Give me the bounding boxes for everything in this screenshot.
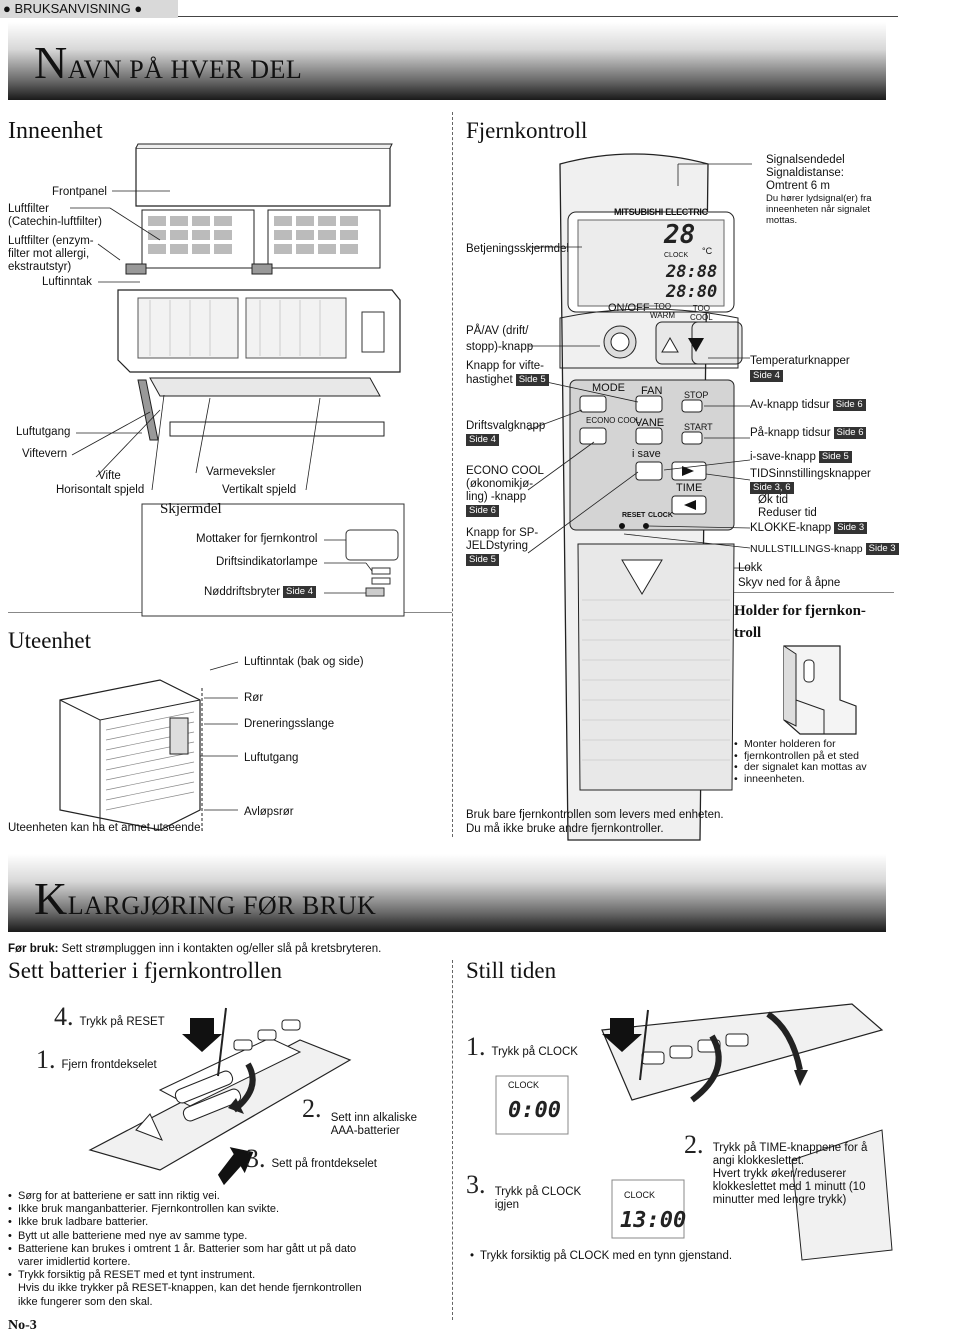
stop-button[interactable]: STOP — [684, 390, 709, 400]
outdoor-heading: Uteenhet — [8, 628, 92, 653]
remote-brand: MITSUBISHI ELECTRIC — [614, 207, 708, 217]
label-air-outlet: Luftutgang — [16, 426, 71, 438]
label-mode: Driftsvalgknapp Side 4 — [466, 420, 546, 446]
onoff-button[interactable]: ON/OFF — [608, 302, 650, 314]
label-front-panel: Frontpanel — [52, 186, 107, 198]
section-title: KLARGJØRING FØR BRUK — [34, 873, 377, 924]
column-divider — [452, 112, 453, 837]
clock-heading: Still tiden — [466, 958, 557, 983]
battery-step-4: 4.Trykk på RESET — [54, 1002, 165, 1031]
clock-lcd-1: CLOCK 0:00 — [508, 1080, 561, 1123]
label-vertical-vane: Vertikalt spjeld — [222, 484, 297, 496]
label-fan-guard: Viftevern — [22, 448, 68, 460]
indoor-unit-drawing — [70, 143, 405, 617]
clock-step-2: 2. Trykk på TIME-knappene for å angi klo… — [684, 1130, 868, 1207]
isave-button[interactable]: i save — [632, 448, 661, 460]
label-temperature-buttons: Temperaturknapper Side 4 — [750, 355, 850, 382]
time-button[interactable]: TIME — [676, 482, 703, 494]
too-warm-button[interactable]: TOO WARM — [650, 302, 676, 320]
label-drain-outlet: Avløpsrør — [244, 806, 294, 818]
label-time-increase: Øk tid — [758, 494, 789, 506]
clock-set-drawing — [495, 1003, 893, 1261]
battery-step-1: 1.Fjern frontdekselet — [36, 1045, 157, 1074]
label-onoff: PÅ/AV (drift/stopp)-knapp — [466, 325, 534, 353]
holder-heading: Holder for fjernkon- troll — [734, 603, 866, 641]
label-air-intake: Luftinntak — [42, 276, 92, 288]
reset-button[interactable]: RESET — [622, 512, 646, 519]
remote-control-drawing — [527, 153, 752, 841]
label-indicator-lamp: Driftsindikatorlampe — [216, 556, 318, 568]
outdoor-unit-drawing — [59, 661, 239, 831]
remote-use-note: Bruk bare fjernkontrollen som levers med… — [466, 809, 724, 835]
header-title: ● BRUKSANVISNING ● — [3, 1, 143, 16]
holder-note: Monter holderen for fjernkontrollen på e… — [734, 738, 867, 785]
page-number: No-3 — [8, 1318, 37, 1333]
econo-cool-button[interactable]: ECONO COOL — [586, 416, 641, 425]
mode-button[interactable]: MODE — [592, 382, 625, 394]
label-filter: Luftfilter(Catechin-luftfilter) — [8, 203, 102, 228]
label-outdoor-intake: Luftinntak (bak og side) — [244, 656, 364, 668]
clock-note: Trykk forsiktig på CLOCK med en tynn gje… — [470, 1250, 732, 1263]
divider — [724, 592, 894, 593]
label-horizontal-vane: Horisontalt spjeld — [56, 484, 145, 496]
battery-install-drawing — [88, 1007, 352, 1186]
label-transmitter: Signalsendedel Signaldistanse: Omtrent 6… — [766, 154, 872, 226]
lcd-temperature: 28 — [664, 220, 696, 250]
label-heat-exchanger: Varmeveksler — [206, 466, 276, 478]
label-fan: Vifte — [98, 470, 121, 482]
label-outdoor-outlet: Luftutgang — [244, 752, 299, 764]
label-enzyme-filter: Luftfilter (enzym-filter mot allergi,eks… — [8, 235, 94, 273]
section-title: NAVN PÅ HVER DEL — [34, 37, 303, 88]
start-button[interactable]: START — [684, 422, 713, 432]
battery-notes: Sørg for at batteriene er satt inn rikti… — [8, 1190, 362, 1309]
fan-button[interactable]: FAN — [641, 385, 663, 397]
label-vane: Knapp for SP- JELDstyring Side 5 — [466, 527, 539, 566]
remote-heading: Fjernkontroll — [466, 118, 588, 143]
label-drain-hose: Dreneringsslange — [244, 718, 335, 730]
clock-button[interactable]: CLOCK — [648, 512, 673, 519]
label-display: Betjeningsskjermdel — [466, 243, 569, 255]
too-cool-button[interactable]: TOO COOL — [690, 304, 713, 322]
label-time-decrease: Reduser tid — [758, 507, 817, 519]
holder-drawing — [783, 645, 857, 735]
label-remote-receiver: Mottaker for fjernkontrol — [196, 533, 318, 545]
label-time-set: TIDSinnstillingsknapper Side 3, 6 — [750, 468, 871, 494]
batteries-heading: Sett batterier i fjernkontrollen — [8, 958, 282, 983]
section-banner-preparation: KLARGJØRING FØR BRUK — [8, 854, 892, 938]
lcd-unit: °C — [702, 246, 713, 256]
lcd-time-1: 28:88 — [666, 262, 718, 282]
battery-step-3: 3.Sett på frontdekselet — [246, 1144, 377, 1173]
header-bar: ● BRUKSANVISNING ● — [0, 0, 960, 18]
label-econo-cool: ECONO COOL (økonomikjø- ling) -knapp Sid… — [466, 465, 544, 517]
outdoor-note: Uteenheten kan ha et annet utseende. — [8, 822, 204, 834]
label-display-section: Skjermdel — [160, 501, 222, 517]
vane-button[interactable]: VANE — [635, 417, 665, 429]
section-banner-names: NAVN PÅ HVER DEL — [8, 22, 892, 106]
lcd-time-2: 28:80 — [666, 282, 718, 302]
clock-step-1: 1.Trykk på CLOCK — [466, 1032, 578, 1061]
intro-text: Før bruk: Sett strømpluggen inn i kontak… — [8, 943, 382, 955]
column-divider — [452, 960, 453, 1320]
clock-lcd-2: CLOCK 13:00 — [620, 1190, 687, 1233]
label-pipe: Rør — [244, 692, 264, 704]
lcd-clock-label: CLOCK — [664, 252, 689, 259]
indoor-heading: Inneenhet — [8, 118, 103, 144]
